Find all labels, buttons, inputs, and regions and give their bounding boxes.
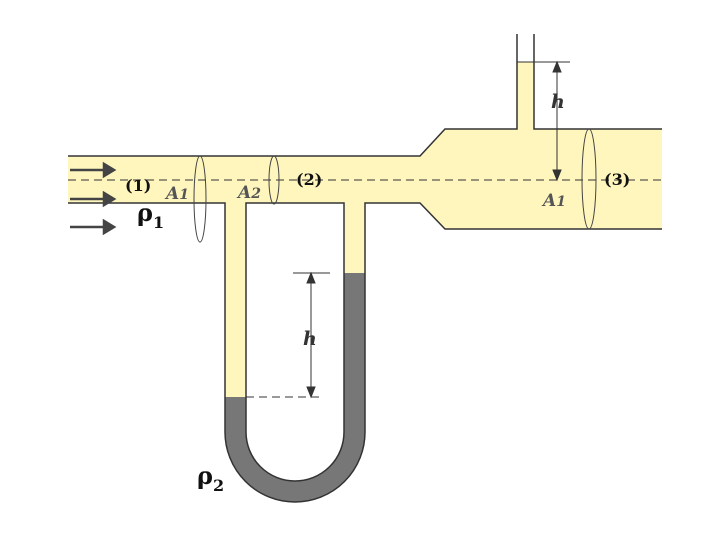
top-tube-fluid: [517, 62, 534, 130]
height-dimension-manometer: [246, 271, 330, 399]
manometer-left-fluid: [225, 203, 246, 397]
rho-manometer-label: ρ2: [197, 461, 224, 495]
pipe-walls: [68, 34, 662, 503]
area-throat-label: A2: [236, 183, 261, 203]
section-2-label: (2): [296, 170, 322, 189]
section-3-label: (3): [604, 170, 630, 189]
section-1-label: (1): [125, 176, 151, 195]
manometer-right-fluid: [344, 203, 365, 273]
main-pipe-fluid: [68, 129, 662, 229]
section-ellipse-a1-outlet: [581, 128, 597, 230]
height-dimension-top: [534, 60, 570, 182]
height-manometer-label: h: [303, 328, 317, 350]
section-ellipse-a1-inlet: [193, 155, 207, 243]
section-ellipse-a2-throat: [268, 155, 280, 205]
area-outlet-label: A1: [541, 191, 566, 211]
height-top-label: h: [551, 91, 565, 113]
rho-fluid-label: ρ1: [137, 198, 164, 232]
area-inlet-label: A1: [164, 184, 189, 204]
manometer-dense-fluid: [225, 273, 365, 502]
inflow-arrows: [70, 161, 117, 236]
